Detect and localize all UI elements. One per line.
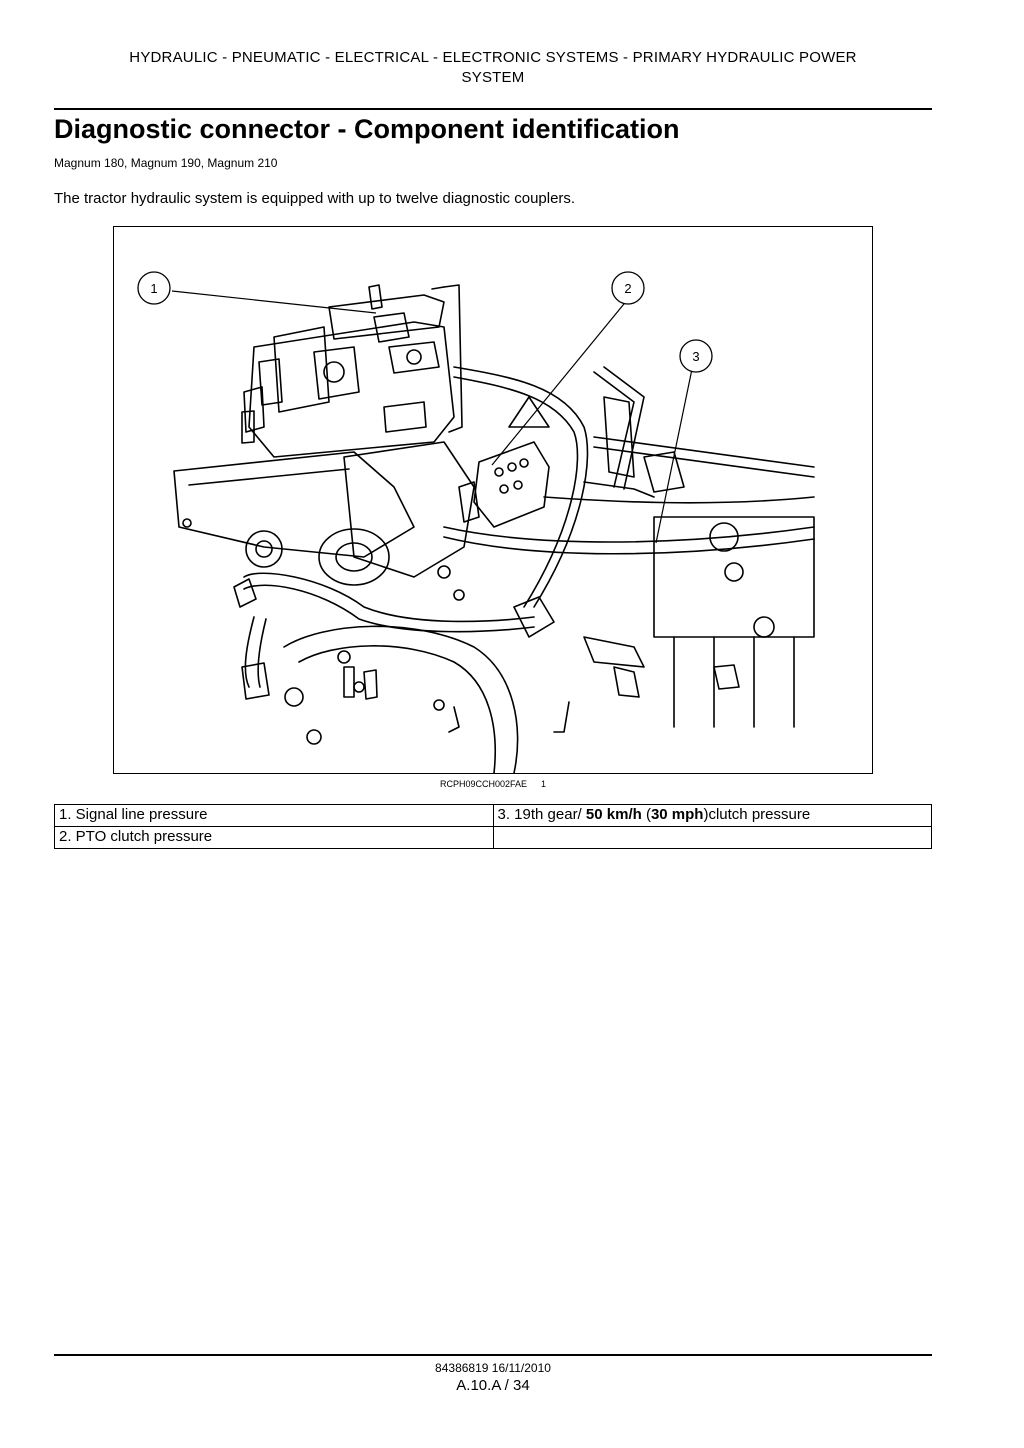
legend-item-3-kmh: 50 km/h [585,806,642,823]
intro-text: The tractor hydraulic system is equipped… [54,190,576,207]
legend-table: 1. Signal line pressure 3. 19th gear/ 50… [54,804,932,849]
header-line-1: HYDRAULIC - PNEUMATIC - ELECTRICAL - ELE… [129,49,857,66]
legend-row: 2. PTO clutch pressure [54,826,932,849]
legend-item-3-prefix: 3. 19th gear/ [497,806,586,823]
callout-3: 3 [679,339,713,373]
legend-item-3-open: ( [641,806,651,823]
figure-caption: RCPH09CCH002FAE 1 [54,779,932,789]
model-list: Magnum 180, Magnum 190, Magnum 210 [54,156,278,170]
legend-item-3: 3. 19th gear/ 50 km/h (30 mph)clutch pre… [492,804,932,827]
legend-item-3-mph: 30 mph [650,806,704,823]
callout-2: 2 [611,271,645,305]
header-rule [54,108,932,110]
figure-code: RCPH09CCH002FAE [439,779,528,789]
legend-row: 1. Signal line pressure 3. 19th gear/ 50… [54,804,932,827]
legend-item-3-suffix: )clutch pressure [703,806,811,823]
legend-empty-cell [492,826,932,849]
component-illustration: 1 2 3 [113,226,873,774]
callout-3-label: 3 [692,349,699,364]
footer-rule [54,1354,932,1356]
footer-page-number: A.10.A / 34 [456,1377,530,1394]
callout-1: 1 [137,271,171,305]
document-header: HYDRAULIC - PNEUMATIC - ELECTRICAL - ELE… [54,48,932,88]
legend-item-2: 2. PTO clutch pressure [54,826,494,849]
page-title: Diagnostic connector - Component identif… [54,114,680,144]
legend-item-1: 1. Signal line pressure [54,804,494,827]
footer-document-code: 84386819 16/11/2010 [435,1361,551,1375]
header-line-2: SYSTEM [461,69,525,86]
callout-1-label: 1 [150,281,157,296]
tractor-hydraulic-drawing: 1 2 3 [137,271,815,773]
callout-2-label: 2 [624,281,631,296]
figure-number: 1 [541,779,547,789]
